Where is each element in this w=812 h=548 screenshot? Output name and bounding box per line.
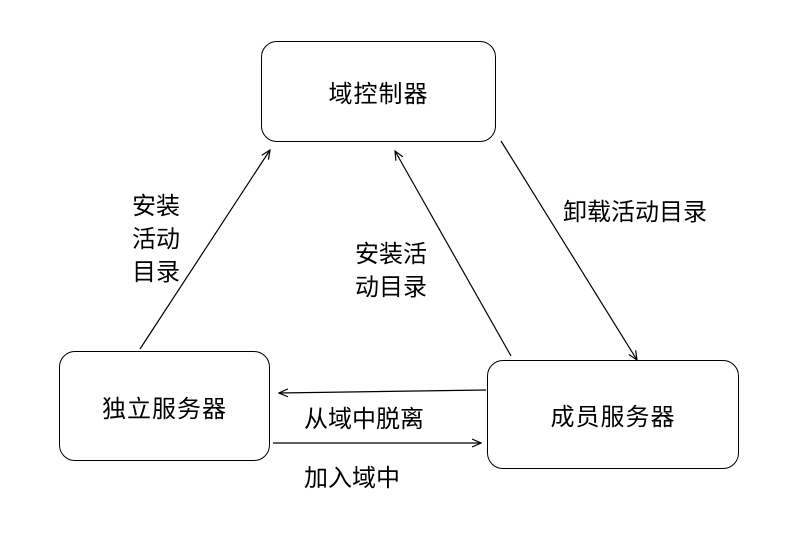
- edge-label-member-install: 安装活动目录: [355, 240, 427, 301]
- edge-label-standalone-install: 安装活动目录: [132, 192, 180, 286]
- node-domain-controller: 域控制器: [261, 41, 496, 142]
- node-member-server: 成员服务器: [487, 360, 739, 469]
- node-domain-controller-label: 域控制器: [328, 80, 429, 108]
- edge-label-dc-uninstall: 卸载活动目录: [563, 198, 707, 226]
- node-member-server-label: 成员服务器: [550, 403, 676, 431]
- node-standalone-server: 独立服务器: [59, 351, 270, 461]
- edge-label-join-domain: 加入域中: [304, 464, 400, 492]
- edge-member-to-dc: [395, 151, 512, 357]
- edge-dc-to-member: [500, 140, 637, 360]
- edge-label-leave-domain: 从域中脱离: [304, 405, 424, 433]
- edge-standalone-to-dc: [139, 150, 270, 350]
- edge-member-to-standalone: [279, 390, 487, 393]
- node-standalone-server-label: 独立服务器: [102, 394, 227, 423]
